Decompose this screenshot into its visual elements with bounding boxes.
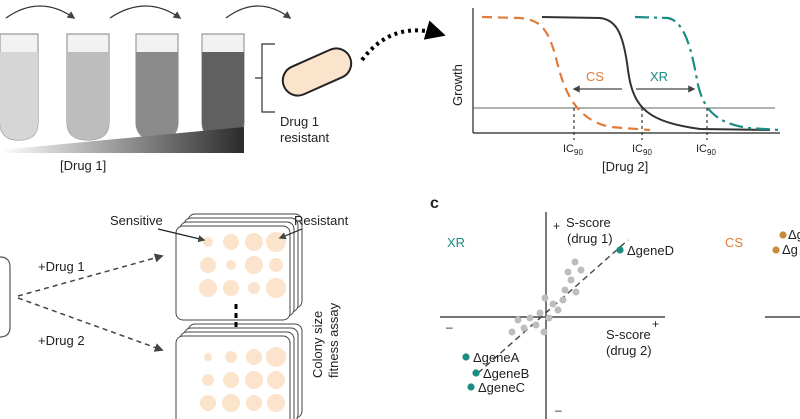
panel-b: +Drug 1 +Drug 2 S — [0, 213, 349, 419]
c-y-minus: – — [555, 403, 562, 417]
gene-d-label: ΔgeneD — [627, 243, 674, 258]
c-x-plus: + — [652, 317, 659, 331]
xr-quadrant-label: XR — [447, 235, 465, 250]
drug2-axis-label: [Drug 2] — [602, 159, 648, 174]
drug2-arrow — [17, 297, 164, 352]
sensitive-label: Sensitive — [110, 213, 163, 228]
transfer-arrows — [5, 5, 292, 19]
growth-plot: Growth CS XR IC90 IC90 IC90 [Drug 2] — [450, 8, 781, 174]
ic90-label-cs: IC90 — [563, 143, 583, 157]
right-panel-gene-2: Δg — [782, 242, 798, 257]
drug2-label: +Drug 2 — [38, 333, 85, 348]
source-plate-edge — [0, 256, 11, 338]
wt-curve — [541, 16, 771, 131]
panel-a: [Drug 1] Drug 1 resistant Growth CS XR — [0, 5, 781, 174]
bracket — [255, 43, 275, 113]
ic90-drops — [573, 108, 708, 140]
bacterium-cell — [281, 47, 353, 97]
colonies-drug2 — [200, 347, 286, 412]
resistant-pointer — [278, 228, 303, 240]
panel-c-letter: c — [430, 195, 439, 212]
strain-label: Drug 1 resistant — [280, 114, 330, 145]
gene-b-label: ΔgeneB — [483, 366, 529, 381]
gene-b-point — [472, 369, 480, 377]
gene-a-label: ΔgeneA — [473, 350, 520, 365]
sensitive-pointer — [157, 228, 206, 243]
cs-quadrant-label: CS — [725, 235, 743, 250]
gene-a-point — [462, 353, 470, 361]
drug1-gradient-wedge — [0, 127, 244, 153]
plate-stack-drug2 — [175, 323, 303, 419]
c-x-axis-label: S-score (drug 2) — [606, 327, 654, 358]
strain-label-line1: Drug 1 — [280, 114, 319, 129]
right-panel-point-2 — [772, 246, 780, 254]
xr-curve — [634, 15, 781, 132]
c-y-axis-label: S-score (drug 1) — [566, 215, 614, 246]
panel-c: c XR CS + – – + S-score (drug 1) S-score… — [430, 195, 800, 419]
drug1-label: +Drug 1 — [38, 259, 85, 274]
xr-label: XR — [650, 69, 668, 84]
c-x-minus: – — [446, 320, 453, 334]
drug1-axis-label: [Drug 1] — [60, 158, 106, 173]
gene-d-point — [616, 246, 624, 254]
highlight-points — [462, 246, 624, 391]
plate-stack-drug1 — [175, 213, 303, 321]
c-y-plus: + — [553, 219, 560, 233]
assay-label: Colony size fitness assay — [310, 302, 341, 378]
drug1-arrow — [17, 253, 164, 297]
right-panel-gene-1: Δg — [788, 227, 800, 242]
strain-label-line2: resistant — [280, 130, 330, 145]
cs-label: CS — [586, 69, 604, 84]
gene-c-label: ΔgeneC — [478, 380, 525, 395]
tubes — [0, 33, 245, 141]
dotted-arrow — [360, 20, 446, 62]
colonies-drug1 — [199, 232, 286, 298]
growth-axis-label: Growth — [450, 64, 465, 106]
gene-c-point — [467, 383, 475, 391]
scatter-points — [508, 258, 585, 336]
cs-curve — [481, 15, 651, 132]
ic90-label-xr: IC90 — [696, 143, 716, 157]
resistant-label: Resistant — [294, 213, 349, 228]
ic90-label-wt: IC90 — [632, 143, 652, 157]
right-panel-point-1 — [779, 231, 787, 239]
